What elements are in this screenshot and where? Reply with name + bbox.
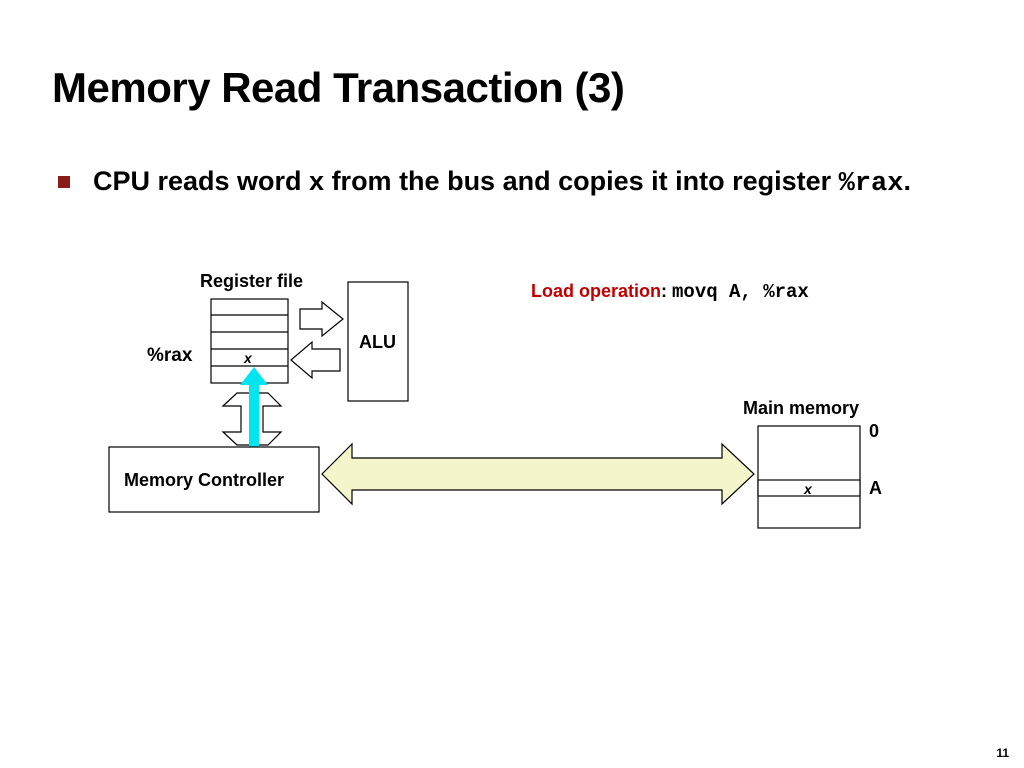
- rax-register-label: %rax: [147, 345, 193, 366]
- bullet-suffix: .: [903, 166, 911, 196]
- memory-controller-box: [108, 446, 320, 513]
- register-file-label: Register file: [200, 271, 304, 291]
- load-operation-instruction: movq A, %rax: [672, 281, 809, 303]
- alu-box: [347, 281, 409, 402]
- bullet-register-code: %rax: [838, 169, 904, 199]
- bullet-square-icon: [58, 176, 70, 188]
- memory-cell-value: x: [804, 481, 812, 497]
- register-value: x: [244, 350, 252, 366]
- main-memory: [757, 425, 861, 529]
- alu-to-regfile-arrow: [290, 340, 341, 380]
- page-number: 11: [996, 746, 1009, 760]
- main-memory-label: Main memory: [743, 398, 860, 418]
- bullet-text: CPU reads word x from the bus and copies…: [93, 162, 973, 204]
- memory-address-zero: 0: [869, 421, 880, 441]
- load-operation-colon: :: [661, 281, 667, 301]
- regfile-to-alu-arrow: [299, 300, 344, 338]
- load-operation: Load operation: movq A, %rax: [531, 281, 809, 303]
- memory-bus-arrow: [321, 442, 755, 506]
- register-file: [210, 298, 289, 384]
- slide-title: Memory Read Transaction (3): [52, 64, 625, 111]
- memory-controller-label: Memory Controller: [124, 470, 285, 490]
- load-operation-label: Load operation: [531, 281, 661, 301]
- data-flow-arrow: [240, 367, 268, 453]
- alu-label: ALU: [359, 332, 396, 352]
- bullet-text-main: CPU reads word x from the bus and copies…: [93, 166, 839, 196]
- memory-address-a: A: [869, 478, 882, 498]
